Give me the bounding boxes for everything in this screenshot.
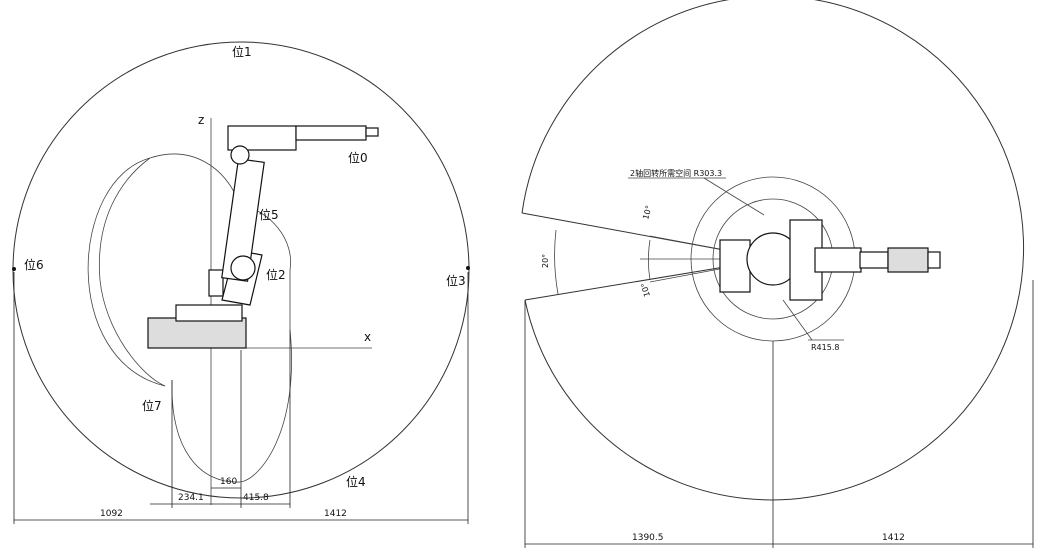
dim-1412-side: 1412	[324, 509, 347, 519]
position-label-5: 位5	[259, 207, 279, 222]
robot-side	[147, 125, 379, 349]
position-label-6: 位6	[24, 257, 44, 272]
position-label-3: 位3	[446, 273, 466, 288]
side-view: z x 位1 位0 位5 位2 位6 位3 位7 位4	[12, 41, 470, 524]
reach-envelope-inner	[87, 153, 292, 483]
radius-label: R415.8	[811, 343, 839, 352]
dim-160: 160	[220, 477, 237, 487]
position-label-0: 位0	[348, 150, 368, 165]
position-label-4: 位4	[346, 474, 366, 489]
reach-envelope-inner-left	[98, 157, 166, 387]
p6-marker	[12, 267, 16, 271]
top-view: 2轴回转所需空间 R303.3 R415.8 20° 10° 10° 1390.…	[521, 0, 1034, 548]
angle-10-lower: 10°	[640, 282, 652, 298]
position-label-7: 位7	[142, 398, 162, 413]
dim-1412-top: 1412	[882, 533, 905, 543]
robot-top	[719, 219, 941, 301]
annotation-r303: 2轴回转所需空间 R303.3	[630, 168, 722, 178]
angle-20: 20°	[541, 254, 550, 268]
reach-envelope-top	[521, 0, 1025, 501]
position-label-1: 位1	[232, 44, 252, 59]
p3-marker	[466, 266, 470, 270]
position-label-2: 位2	[266, 267, 286, 282]
angle-10-upper: 10°	[641, 204, 653, 220]
x-axis-label: x	[364, 330, 371, 344]
dim-234: 234.1	[178, 493, 204, 503]
dim-415: 415.8	[243, 493, 269, 503]
dim-1390: 1390.5	[632, 533, 664, 543]
dim-1092: 1092	[100, 509, 123, 519]
z-axis-label: z	[198, 113, 204, 127]
